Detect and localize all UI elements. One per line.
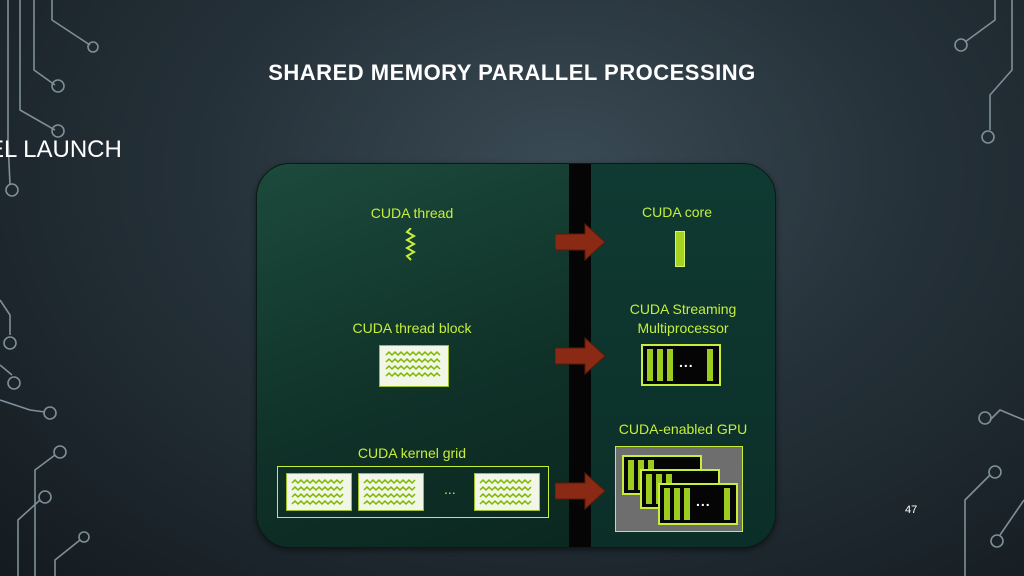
side-heading-cutoff: EL LAUNCH xyxy=(0,136,122,163)
arrow-thread-to-core-icon xyxy=(555,222,606,262)
gpu-icon: ... xyxy=(615,446,743,532)
kernel-grid-frame: ... xyxy=(277,466,549,518)
grid-ellipsis: ... xyxy=(444,481,456,497)
arrow-grid-to-gpu-icon xyxy=(555,471,606,511)
label-cuda-enabled-gpu: CUDA-enabled GPU xyxy=(618,421,748,437)
gpu-sm-core-bar xyxy=(674,488,680,520)
arrow-block-to-sm-icon xyxy=(555,336,606,376)
thread-block-icon xyxy=(379,345,449,387)
label-cuda-sm-line1: CUDA Streaming xyxy=(629,301,737,317)
sm-core-bar xyxy=(667,349,673,381)
gpu-sm-core-bar xyxy=(628,460,634,490)
thread-block-threads xyxy=(385,350,441,378)
sm-ellipsis: ... xyxy=(679,354,694,370)
streaming-multiprocessor-icon: ... xyxy=(641,344,721,386)
gpu-sm-core-bar xyxy=(684,488,690,520)
page-number: 47 xyxy=(905,504,918,516)
grid-block xyxy=(286,473,352,511)
grid-block xyxy=(358,473,424,511)
slide-title: SHARED MEMORY PARALLEL PROCESSING xyxy=(268,60,756,85)
label-cuda-sm-line2: Multiprocessor xyxy=(637,320,729,336)
label-cuda-thread-block: CUDA thread block xyxy=(352,320,472,336)
gpu-sm-core-bar xyxy=(724,488,730,520)
gpu-sm-core-bar xyxy=(664,488,670,520)
grid-block xyxy=(474,473,540,511)
label-cuda-thread: CUDA thread xyxy=(370,205,454,221)
gpu-sm-front: ... xyxy=(658,483,738,525)
cuda-core-bar xyxy=(675,231,685,267)
sm-core-bar xyxy=(657,349,663,381)
sm-core-bar xyxy=(707,349,713,381)
sm-core-bar xyxy=(647,349,653,381)
gpu-sm-core-bar xyxy=(646,474,652,504)
gpu-sm-ellipsis: ... xyxy=(696,493,711,509)
thread-squiggle-icon xyxy=(404,228,417,261)
cuda-mapping-diagram: CUDA thread CUDA core CUDA thread block … xyxy=(256,163,776,548)
label-cuda-core: CUDA core xyxy=(641,204,713,220)
label-cuda-kernel-grid: CUDA kernel grid xyxy=(357,445,467,461)
